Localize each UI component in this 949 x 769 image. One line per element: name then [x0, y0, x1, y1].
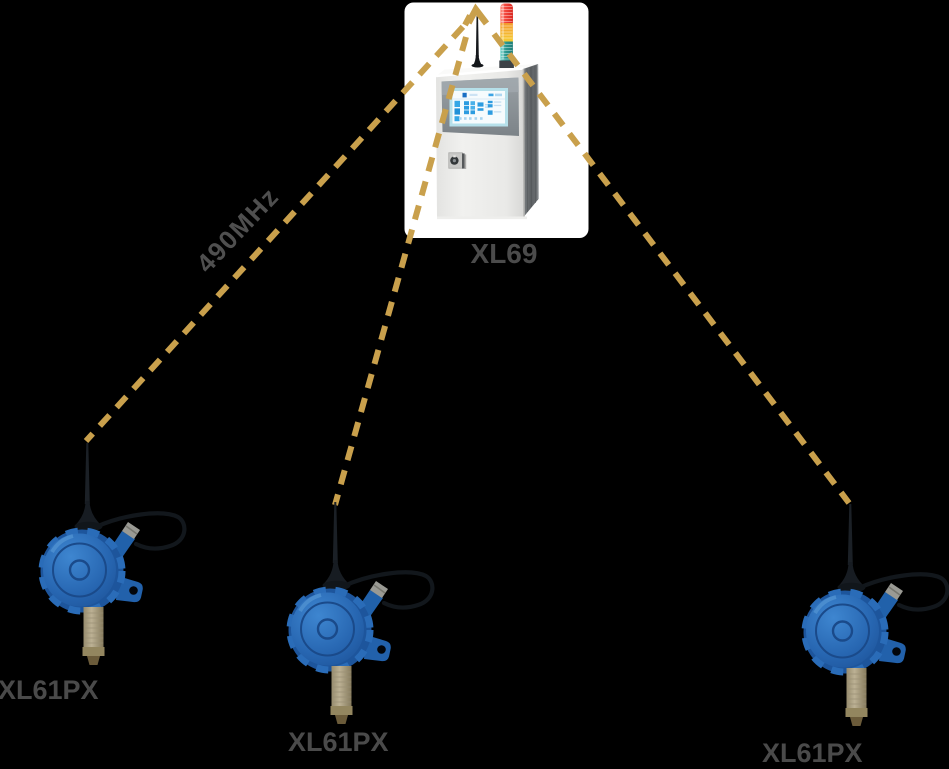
svg-text:XL61PX: XL61PX: [288, 727, 389, 757]
svg-text:XL69: XL69: [471, 238, 538, 269]
svg-text:XL61PX: XL61PX: [0, 675, 99, 705]
svg-text:XL61PX: XL61PX: [762, 738, 863, 768]
